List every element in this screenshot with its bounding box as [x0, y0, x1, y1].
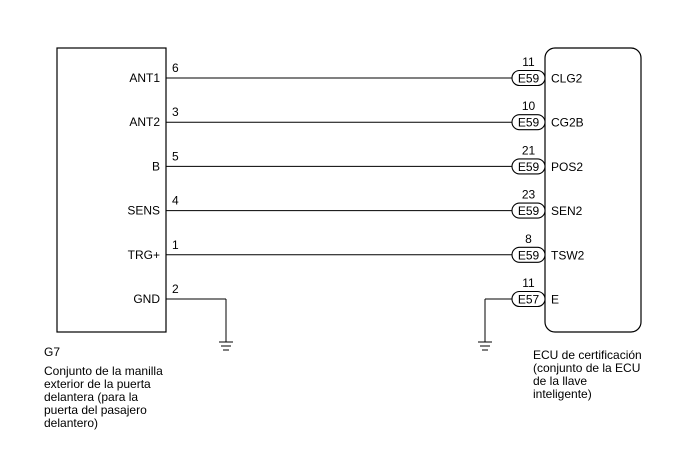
left-pin-label: B — [152, 159, 160, 173]
connector-code: E59 — [518, 72, 540, 86]
right-pin-label: CG2B — [551, 116, 584, 130]
connector-badge — [511, 246, 546, 263]
right-pin-number: 11 — [522, 55, 535, 69]
ground-symbol-right — [478, 298, 512, 351]
connector-code: E57 — [518, 293, 540, 307]
left-component-name: Conjunto de la manilla exterior de la pu… — [44, 364, 163, 430]
left-component-box — [56, 47, 167, 333]
right-pin-label: CLG2 — [551, 72, 583, 86]
left-pin-label: ANT2 — [129, 115, 160, 129]
left-pin-number: 5 — [172, 149, 179, 163]
connector-code: E59 — [518, 248, 540, 262]
connector-code: E59 — [518, 116, 540, 130]
left-pin-label: GND — [133, 292, 160, 306]
left-pin-label: SENS — [127, 204, 160, 218]
connector-badge — [511, 114, 546, 131]
left-pin-number: 1 — [172, 238, 179, 252]
ground-symbol-left — [166, 298, 233, 351]
left-pin-number: 4 — [172, 194, 179, 208]
connector-badge — [511, 158, 546, 175]
connector-badge — [511, 202, 546, 219]
right-pin-label: E — [551, 293, 559, 307]
right-component-name: ECU de certificación (conjunto de la ECU… — [533, 348, 642, 401]
left-pin-label: TRG+ — [128, 248, 160, 262]
connector-badge — [511, 69, 546, 87]
right-component-box — [544, 47, 642, 333]
left-pin-number: 3 — [172, 105, 179, 119]
connector-code: E59 — [518, 160, 540, 174]
left-pin-label: ANT1 — [129, 71, 160, 85]
right-pin-label: POS2 — [551, 160, 583, 174]
right-pin-label: TSW2 — [551, 248, 585, 262]
right-pin-number: 8 — [525, 232, 532, 246]
right-pin-number: 10 — [522, 99, 536, 113]
left-pin-number: 2 — [172, 282, 179, 296]
connector-code: E59 — [518, 204, 540, 218]
right-pin-number: 11 — [522, 276, 535, 290]
left-pin-number: 6 — [172, 61, 179, 75]
right-pin-label: SEN2 — [551, 204, 583, 218]
left-component-code: G7 — [44, 345, 61, 359]
right-pin-number: 23 — [522, 188, 536, 202]
right-pin-number: 21 — [522, 143, 536, 157]
